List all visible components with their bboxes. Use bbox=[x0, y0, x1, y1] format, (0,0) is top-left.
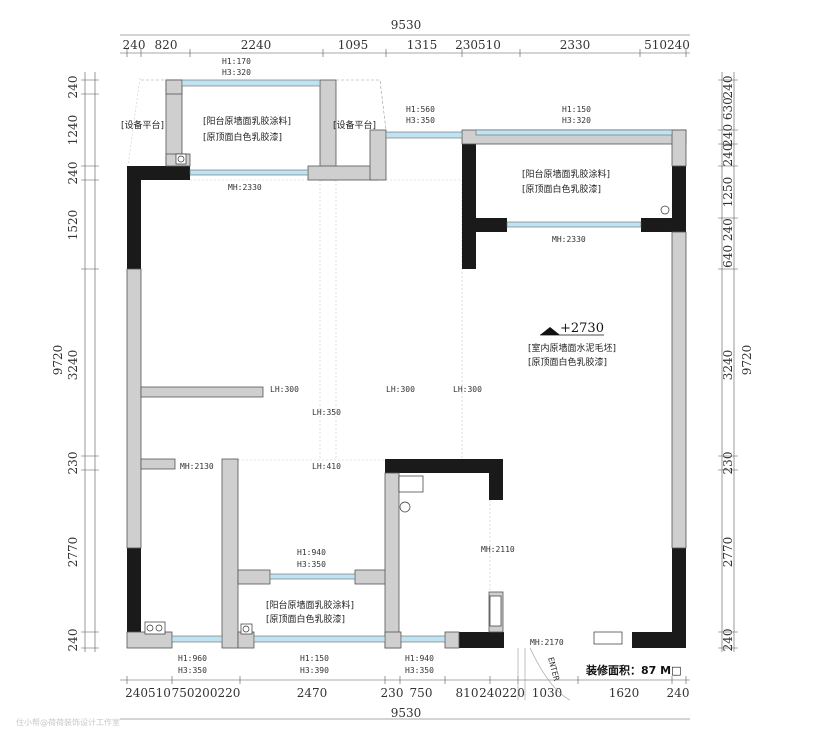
balcony-bottom-wall: [阳台原墙面乳胶涂料] bbox=[266, 599, 354, 611]
dim-right-seg-1: 240 bbox=[721, 76, 735, 99]
entrance-label: ENTER bbox=[546, 656, 561, 682]
beam-lh5: LH:410 bbox=[312, 462, 341, 471]
elevation-marker bbox=[540, 327, 604, 336]
win3-h1: H1:150 bbox=[562, 105, 591, 114]
dim-left-seg-3: 240 bbox=[66, 162, 80, 185]
win1-h1: H1:170 bbox=[222, 57, 251, 66]
win7-h3: H3:350 bbox=[405, 666, 434, 675]
dim-right-seg-4: 1250 bbox=[721, 177, 735, 208]
balcony-bottom-ceiling: [原顶面白色乳胶漆] bbox=[266, 613, 345, 625]
dim-left-seg-8: 240 bbox=[66, 629, 80, 652]
windows bbox=[171, 79, 673, 643]
balcony-tl-wall: [阳台原墙面乳胶涂料] bbox=[203, 115, 291, 127]
dim-bottom-seg-6: 810 bbox=[456, 686, 479, 700]
equipment-right: [设备平台] bbox=[333, 119, 376, 131]
beam-lh3: LH:300 bbox=[453, 385, 482, 394]
balcony-tl-ceiling: [原顶面白色乳胶漆] bbox=[203, 131, 282, 143]
win6-h3: H3:390 bbox=[300, 666, 329, 675]
dimension-lines bbox=[81, 34, 738, 720]
balcony-tr-wall: [阳台原墙面乳胶涂料] bbox=[522, 168, 610, 180]
win7-h1: H1:940 bbox=[405, 654, 434, 663]
dim-right-seg-3: 240 bbox=[721, 144, 735, 167]
door-mh5: MH:2170 bbox=[530, 638, 564, 647]
dim-left-total: 9720 bbox=[51, 345, 65, 376]
equipment-outlines bbox=[141, 79, 387, 131]
dim-right-seg-5: 640 240 bbox=[721, 218, 735, 268]
dim-top-seg-4: 1095 bbox=[338, 38, 369, 52]
dim-top-seg-8: 510240 bbox=[644, 38, 690, 52]
door-mh3: MH:2130 bbox=[180, 462, 214, 471]
dim-top-seg-1: 240 bbox=[123, 38, 146, 52]
elevation-value: +2730 bbox=[560, 321, 604, 336]
dim-top-seg-6: 230510 bbox=[455, 38, 501, 52]
dim-right-seg-6: 3240 bbox=[721, 350, 735, 381]
interior-wall: [室内原墙面水泥毛坯] bbox=[528, 342, 616, 354]
dim-top-total: 9530 bbox=[391, 18, 422, 32]
area-summary: 装修面积：87 M□ bbox=[585, 663, 681, 677]
dim-bottom-seg-4: 230 bbox=[381, 686, 404, 700]
dim-bottom-seg-2: 750200220 bbox=[172, 686, 241, 700]
entrance-door bbox=[517, 647, 571, 701]
door-mh2: MH:2330 bbox=[552, 235, 586, 244]
win6-h1: H1:150 bbox=[300, 654, 329, 663]
door-mh1: MH:2330 bbox=[228, 183, 262, 192]
win3-h3: H3:320 bbox=[562, 116, 591, 125]
dim-bottom-seg-5: 750 bbox=[410, 686, 433, 700]
win2-h1: H1:560 bbox=[406, 105, 435, 114]
door-mh4: MH:2110 bbox=[481, 545, 515, 554]
win2-h3: H3:350 bbox=[406, 116, 435, 125]
win5-h1: H1:960 bbox=[178, 654, 207, 663]
beam-lh4: LH:350 bbox=[312, 408, 341, 417]
balcony-tr-ceiling: [原顶面白色乳胶漆] bbox=[522, 183, 601, 195]
dim-right-seg-7: 230 bbox=[721, 452, 735, 475]
win1-h3: H3:320 bbox=[222, 68, 251, 77]
dim-right-seg-9: 240 bbox=[721, 629, 735, 652]
dim-top-seg-2: 820 bbox=[155, 38, 178, 52]
dim-bottom-seg-8: 1030 bbox=[532, 686, 563, 700]
dim-top-seg-3: 2240 bbox=[241, 38, 272, 52]
existing-walls bbox=[127, 130, 686, 648]
dim-top-seg-5: 1315 bbox=[407, 38, 438, 52]
dim-bottom-seg-3: 2470 bbox=[297, 686, 328, 700]
dim-left-seg-7: 2770 bbox=[66, 537, 80, 568]
win4-h3: H3:350 bbox=[297, 560, 326, 569]
watermark: 住小帮@荷荷装饰设计工作室 bbox=[16, 717, 120, 727]
dim-bottom-total: 9530 bbox=[391, 706, 422, 720]
dim-left-seg-4: 1520 bbox=[66, 210, 80, 241]
dim-right-total: 9720 bbox=[740, 345, 754, 376]
dim-left-seg-5: 3240 bbox=[66, 350, 80, 381]
dim-bottom-seg-7: 240220 bbox=[479, 686, 525, 700]
dim-bottom-seg-1: 240510 bbox=[125, 686, 171, 700]
dim-bottom-seg-10: 240 bbox=[667, 686, 690, 700]
beam-lh1: LH:300 bbox=[270, 385, 299, 394]
win4-h1: H1:940 bbox=[297, 548, 326, 557]
fixtures bbox=[144, 153, 670, 645]
dim-right-seg-2: 240 630 bbox=[721, 97, 735, 147]
dim-right-seg-8: 2770 bbox=[721, 537, 735, 568]
dim-bottom-seg-9: 1620 bbox=[609, 686, 640, 700]
dim-left-seg-1: 240 bbox=[66, 76, 80, 99]
interior-ceiling: [原顶面白色乳胶漆] bbox=[528, 356, 607, 368]
beam-lh2: LH:300 bbox=[386, 385, 415, 394]
win5-h3: H3:350 bbox=[178, 666, 207, 675]
dim-top-seg-7: 2330 bbox=[560, 38, 591, 52]
dim-left-seg-2: 1240 bbox=[66, 115, 80, 146]
dim-left-seg-6: 230 bbox=[66, 452, 80, 475]
equipment-left: [设备平台] bbox=[121, 119, 164, 131]
